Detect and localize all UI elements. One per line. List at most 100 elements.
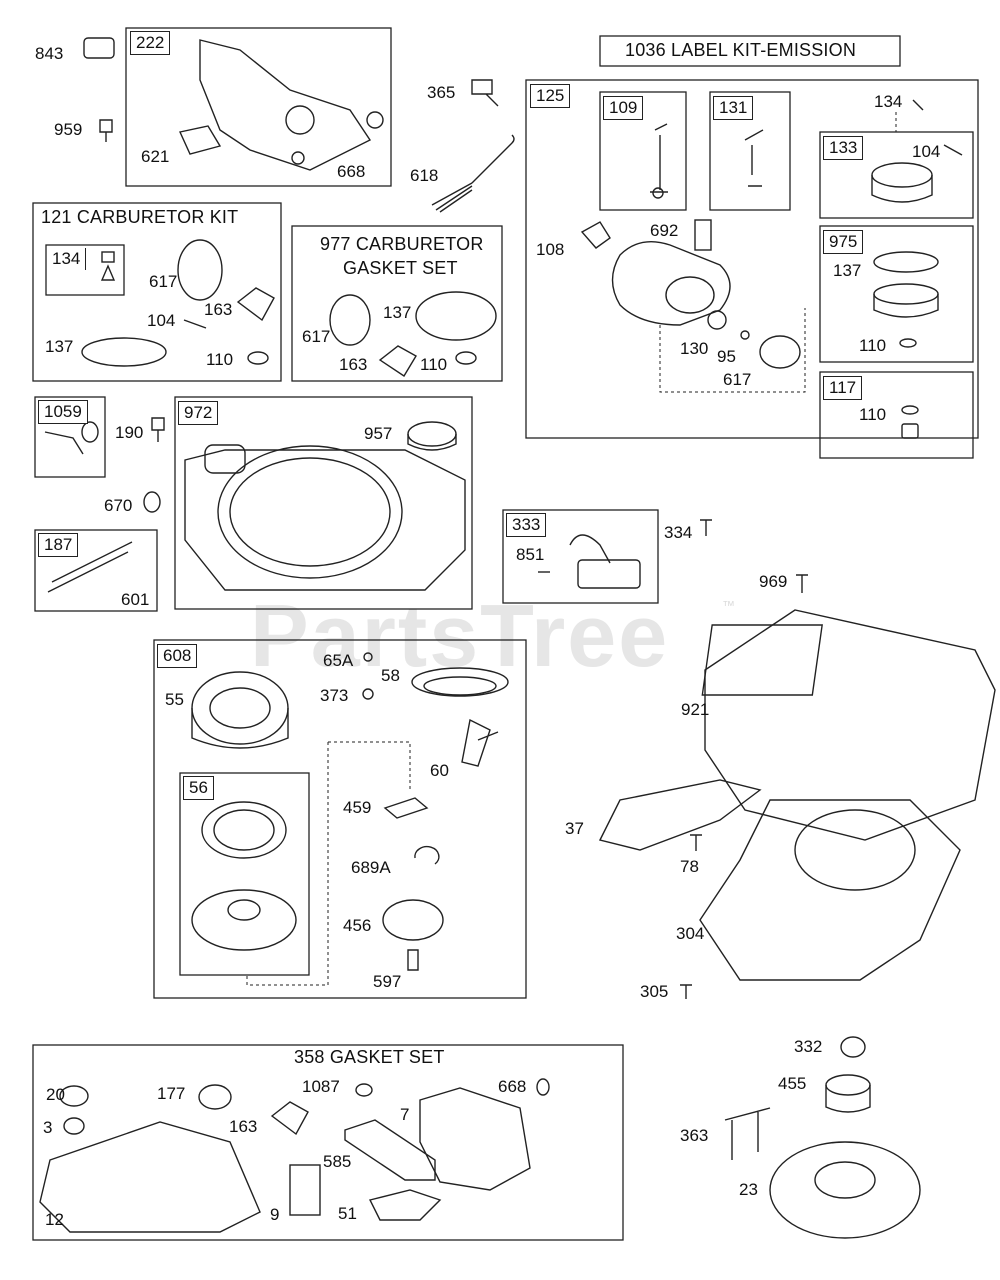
- part-133: [871, 162, 933, 188]
- label-110: 110: [206, 350, 234, 369]
- label-305: 305: [640, 982, 669, 1001]
- frame-emission: [599, 35, 901, 67]
- tag-109: 109: [603, 96, 644, 120]
- label-921: 921: [681, 700, 710, 719]
- part-163-gasket: [270, 1101, 309, 1136]
- label-78: 78: [680, 857, 699, 876]
- part-333: [577, 559, 641, 589]
- part-108: [580, 221, 611, 249]
- label-104: 104: [912, 142, 941, 161]
- label-190: 190: [115, 423, 144, 442]
- label-618: 618: [410, 166, 439, 185]
- label-51: 51: [338, 1204, 357, 1223]
- part-843: [83, 37, 115, 59]
- part-51: [368, 1189, 442, 1221]
- frame-121: [32, 202, 282, 382]
- dash-609: [659, 308, 806, 393]
- label-617: 617: [302, 327, 331, 346]
- label-373: 373: [320, 686, 349, 705]
- tag-975: 975: [823, 230, 864, 254]
- part-459: [383, 797, 429, 819]
- part-618: [431, 134, 515, 213]
- frame-608: [153, 639, 527, 999]
- frame-56: [179, 772, 310, 976]
- label-617: 617: [149, 272, 178, 291]
- kit-label-carburetor: 121 CARBURETOR KIT: [41, 207, 239, 227]
- part-131: [744, 129, 764, 187]
- label-363: 363: [680, 1126, 709, 1145]
- part-9: [289, 1164, 321, 1216]
- label-95: 95: [717, 347, 736, 366]
- part-975: [873, 251, 939, 273]
- label-585: 585: [323, 1152, 352, 1171]
- frame-131: [709, 91, 791, 211]
- frame-222: [125, 27, 392, 187]
- label-1087: 1087: [302, 1077, 340, 1096]
- part-109: [650, 123, 668, 193]
- part-670: [143, 491, 161, 513]
- part-617-gasket: [759, 335, 801, 369]
- label-137: 137: [833, 261, 862, 280]
- part-7: [419, 1087, 531, 1191]
- label-137: 137: [383, 303, 412, 322]
- label-9: 9: [270, 1205, 280, 1224]
- tag-222: 222: [130, 31, 171, 55]
- part-163-kit: [236, 287, 275, 322]
- part-37: [598, 779, 762, 851]
- part-55: [191, 671, 289, 745]
- label-692: 692: [650, 221, 679, 240]
- dash-608: [328, 741, 411, 790]
- frame-134-inner: [45, 244, 125, 296]
- tag-187: 187: [38, 533, 79, 557]
- label-163: 163: [229, 1117, 258, 1136]
- frame-333: [502, 509, 659, 604]
- label-365: 365: [427, 83, 456, 102]
- part-921: [704, 609, 996, 841]
- label-597: 597: [373, 972, 402, 991]
- tag-117: 117: [823, 376, 863, 400]
- label-177: 177: [157, 1084, 186, 1103]
- frame-975: [819, 225, 974, 363]
- label-23: 23: [739, 1180, 758, 1199]
- tag-133: 133: [823, 136, 864, 160]
- part-689a: [414, 845, 440, 865]
- part-957: [407, 421, 457, 447]
- part-332: [840, 1036, 866, 1058]
- label-851: 851: [516, 545, 545, 564]
- label-7: 7: [400, 1105, 410, 1124]
- part-621: [179, 125, 222, 155]
- part-959: [99, 119, 113, 142]
- part-190: [151, 417, 165, 442]
- part-585: [344, 1119, 436, 1181]
- part-304: [699, 799, 961, 981]
- label-37: 37: [565, 819, 584, 838]
- label-104: 104: [147, 311, 176, 330]
- label-843: 843: [35, 44, 64, 63]
- label-60: 60: [430, 761, 449, 780]
- part-187: [47, 541, 133, 593]
- label-110: 110: [859, 336, 887, 355]
- frame-1059: [34, 396, 106, 478]
- part-456: [382, 899, 444, 941]
- label-621: 621: [141, 147, 170, 166]
- label-163: 163: [339, 355, 368, 374]
- label-20: 20: [46, 1085, 65, 1104]
- part-56-pulley: [191, 889, 297, 951]
- part-12: [39, 1121, 261, 1233]
- label-110: 110: [420, 355, 448, 374]
- dash-608b: [246, 742, 329, 986]
- part-617-kit: [177, 239, 223, 301]
- tag-134: 134: [47, 248, 87, 270]
- frame-109: [599, 91, 687, 211]
- label-668: 668: [337, 162, 366, 181]
- frame-977: [291, 225, 503, 382]
- tag-125: 125: [530, 84, 571, 108]
- tag-333: 333: [506, 513, 547, 537]
- watermark-trademark: ™: [722, 598, 735, 613]
- label-55: 55: [165, 690, 184, 709]
- label-601: 601: [121, 590, 150, 609]
- label-3: 3: [43, 1118, 53, 1137]
- part-363: [724, 1107, 771, 1160]
- part-1059: [44, 431, 84, 455]
